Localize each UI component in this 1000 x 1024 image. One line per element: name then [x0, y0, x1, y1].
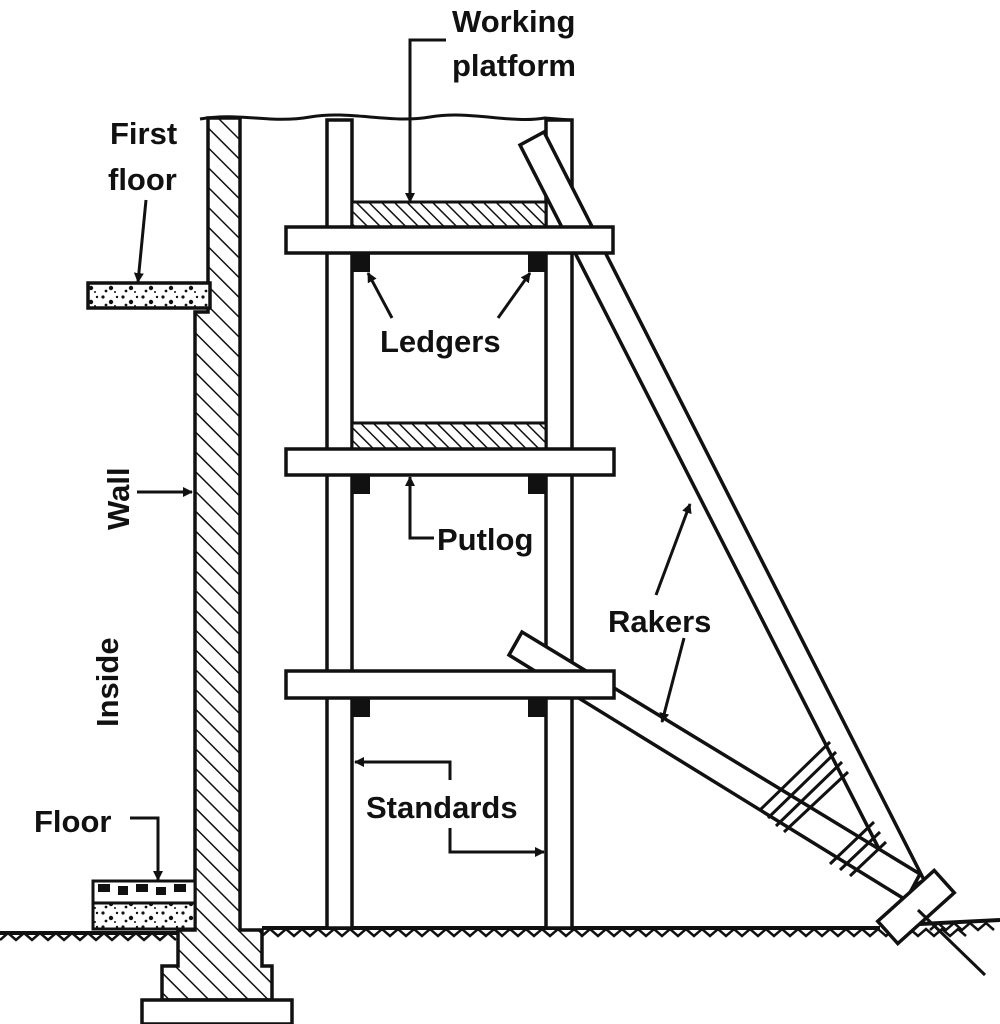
arrow-standard-right [448, 828, 545, 857]
label-putlog: Putlog [437, 522, 533, 557]
arrow-putlog [405, 476, 434, 540]
label-floor: Floor [34, 804, 112, 839]
raker-peg [916, 908, 987, 977]
putlog-top [284, 225, 615, 255]
arrow-raker-long [654, 503, 692, 596]
label-inside: Inside [90, 637, 125, 727]
label-wall: Wall [101, 467, 136, 530]
arrow-ledger-left [366, 272, 394, 319]
working-platform-lower [350, 421, 548, 451]
arrow-standard-left [354, 757, 452, 780]
wall [140, 116, 294, 1024]
arrow-working-platform [405, 38, 446, 203]
first-floor-slab [86, 281, 212, 310]
arrow-ledger-right [496, 272, 532, 319]
label-first-floor-line1: First [110, 116, 177, 151]
putlog-bottom [284, 669, 616, 700]
arrow-raker-short [659, 637, 686, 723]
working-platform-upper [350, 200, 548, 229]
label-standards: Standards [366, 790, 518, 825]
lashing [758, 740, 888, 878]
putlog-middle [284, 447, 616, 477]
leader-lines [130, 38, 692, 881]
label-working-platform-line1: Working [452, 4, 575, 39]
label-working-platform-line2: platform [452, 48, 576, 83]
label-rakers: Rakers [608, 604, 711, 639]
arrow-floor [130, 816, 163, 881]
ground-floor-layers [91, 879, 197, 931]
ledger-blocks [352, 253, 546, 717]
label-first-floor-line2: floor [108, 162, 177, 197]
label-ledgers: Ledgers [380, 324, 501, 359]
top-cut-line [199, 113, 571, 122]
arrow-first-floor [133, 199, 148, 283]
rakers [506, 129, 987, 977]
